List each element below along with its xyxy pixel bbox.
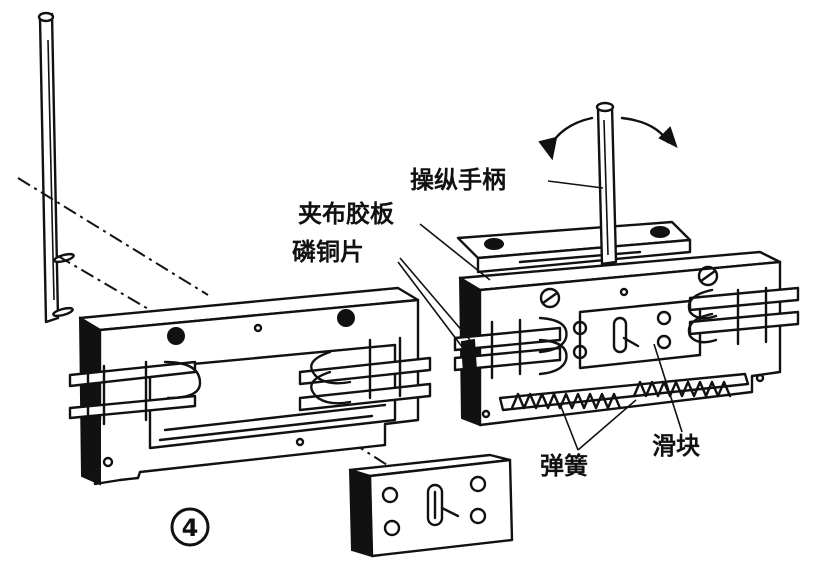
leader-lines: [397, 180, 683, 451]
handle-bracket: [456, 220, 692, 274]
slider-plate-exploded: [348, 453, 514, 558]
label-clamp-plate: 夹布胶板: [298, 200, 395, 228]
right-contact-strips: [453, 286, 800, 380]
springs: [510, 380, 732, 410]
label-slider: 滑块: [652, 432, 700, 460]
left-contact-strips: [68, 336, 432, 428]
label-phosphor-bronze: 磷铜片: [292, 238, 364, 266]
label-spring: 弹簧: [540, 452, 588, 480]
figure-number: 4: [182, 514, 199, 542]
left-rod: [37, 11, 75, 324]
rotation-arrows: [538, 116, 678, 161]
figure-number-badge: 4: [170, 507, 210, 547]
operating-handle: [595, 101, 618, 266]
left-base-plate: [78, 286, 420, 486]
label-operating-handle: 操纵手柄: [410, 166, 506, 194]
